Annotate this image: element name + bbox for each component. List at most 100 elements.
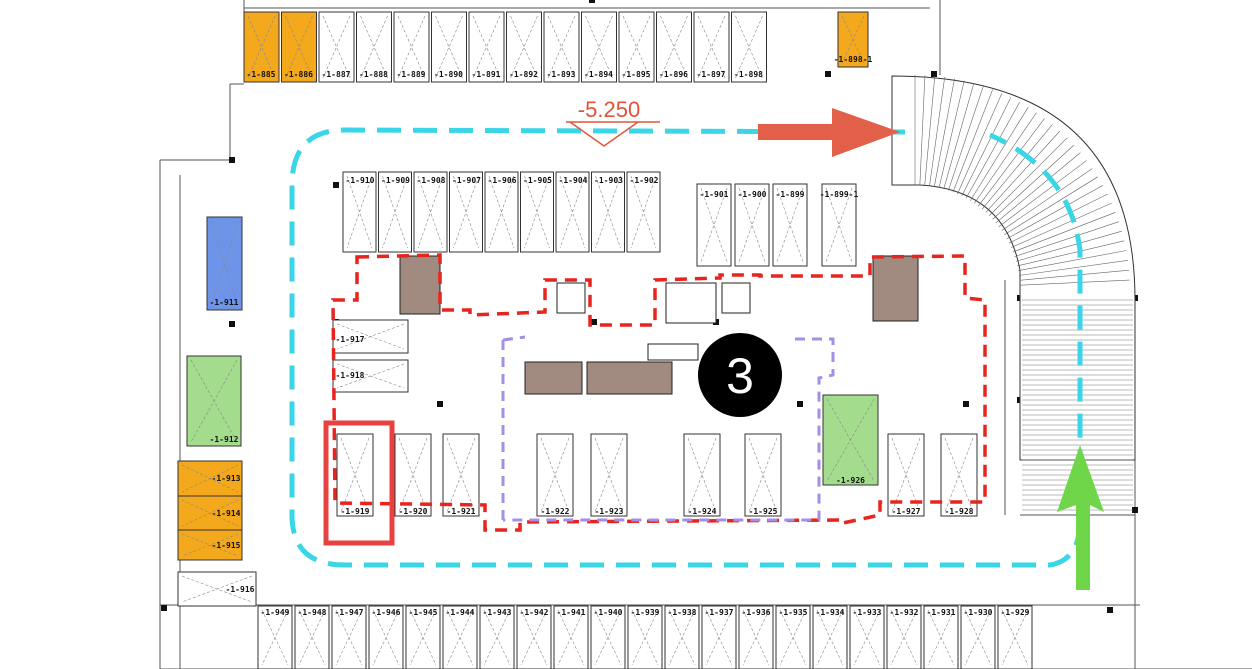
- slot-guide: [446, 437, 476, 513]
- parking-slot-top: -1-891: [468, 11, 505, 83]
- slot-guide: [360, 15, 388, 79]
- column: [1132, 507, 1138, 513]
- parking-slots: -1-885-1-886-1-887-1-888-1-889-1-890-1-8…: [177, 11, 1033, 669]
- slot-guide: [483, 609, 511, 666]
- ramp-step: [957, 93, 1003, 195]
- slot-guide: [585, 15, 613, 79]
- slot-guide: [779, 609, 807, 666]
- slot-label: -1-944: [446, 608, 475, 617]
- slot-guide: [630, 175, 657, 249]
- slot-label: -1-933: [853, 608, 882, 617]
- slot-guide: [594, 437, 624, 513]
- parking-slot-top: -1-890: [431, 11, 467, 83]
- slot-label: -1-926: [836, 476, 865, 485]
- slot-rect: [378, 171, 412, 253]
- slot-label: -1-916: [226, 585, 255, 594]
- slot-guide: [382, 175, 408, 249]
- ramp-step: [974, 112, 1037, 204]
- slot-label: -1-896: [659, 70, 688, 79]
- slot-rect: [821, 183, 857, 267]
- slot-label: -1-927: [892, 507, 921, 516]
- slot-rect: [626, 171, 661, 253]
- slot-guide: [559, 175, 586, 249]
- slot-label: -1-938: [668, 608, 697, 617]
- slot-label: -1-919: [341, 507, 370, 516]
- slot-rect: [442, 433, 480, 517]
- slot-label: -1-915: [212, 541, 241, 550]
- slot-guide: [524, 175, 550, 249]
- slot-rect: [342, 171, 377, 253]
- slot-label: -1-898: [734, 70, 763, 79]
- zone-number: 3: [726, 348, 754, 404]
- slot-rect: [177, 529, 243, 561]
- parking-slot-top: -1-896: [656, 11, 692, 83]
- slot-guide: [398, 437, 428, 513]
- slot-guide: [285, 15, 313, 79]
- slot-rect: [618, 11, 655, 83]
- slot-guide: [547, 15, 576, 79]
- parking-slot-bottom: -1-937: [701, 605, 737, 669]
- parking-slot-bottom: -1-947: [331, 605, 367, 669]
- slot-rect: [696, 183, 732, 267]
- slot-rect: [206, 216, 243, 311]
- parking-slot-inner: -1-917: [332, 319, 409, 354]
- column: [963, 401, 969, 407]
- slot-rect: [581, 11, 617, 83]
- slot-label: -1-935: [779, 608, 808, 617]
- slot-guide: [825, 187, 853, 263]
- ramp-step: [929, 77, 946, 187]
- slot-guide: [687, 437, 717, 513]
- slot-label: -1-934: [816, 608, 845, 617]
- slot-rect: [693, 11, 730, 83]
- slot-guide: [738, 187, 766, 263]
- parking-slot-bottom: -1-940: [590, 605, 626, 669]
- slot-rect: [683, 433, 721, 517]
- slot-guide: [417, 175, 444, 249]
- parking-slot-bottom: -1-933: [849, 605, 885, 669]
- slot-guide: [322, 15, 351, 79]
- slot-guide: [742, 609, 770, 666]
- slot-guide: [397, 15, 426, 79]
- parking-slot-inner: -1-900: [734, 183, 770, 267]
- slot-guide: [557, 609, 585, 666]
- slot-guide: [631, 609, 659, 666]
- slot-label: -1-890: [434, 70, 463, 79]
- slot-label: -1-928: [945, 507, 974, 516]
- slot-label: -1-930: [964, 608, 993, 617]
- slot-guide: [181, 464, 239, 493]
- parking-slot-top: -1-887: [318, 11, 355, 83]
- slot-guide: [372, 609, 400, 666]
- slot-guide: [488, 175, 515, 249]
- ramp-step: [933, 78, 955, 187]
- slot-rect: [243, 11, 280, 83]
- slot-rect: [520, 171, 554, 253]
- parking-slot-top: -1-894: [581, 11, 617, 83]
- slot-guide: [181, 499, 239, 527]
- slot-guide: [340, 437, 370, 513]
- slot-label: -1-892: [509, 70, 538, 79]
- slot-guide: [453, 175, 479, 249]
- parking-slot-top: -1-897: [693, 11, 730, 83]
- parking-slot-top: -1-889: [393, 11, 430, 83]
- slot-guide: [335, 609, 363, 666]
- ramp-step: [965, 102, 1020, 199]
- slot-guide: [700, 187, 728, 263]
- slot-rect: [656, 11, 692, 83]
- slot-guide: [417, 175, 444, 249]
- parking-slot-bottom: -1-943: [479, 605, 515, 669]
- slot-label: -1-931: [927, 608, 956, 617]
- slot-label: -1-911: [210, 298, 239, 307]
- parking-slot-inner: -1-905: [520, 171, 554, 253]
- slot-rect: [431, 11, 467, 83]
- slot-guide: [435, 15, 463, 79]
- parking-slot-inner: -1-909: [378, 171, 412, 253]
- slot-label: -1-929: [1001, 608, 1030, 617]
- slot-guide: [705, 609, 733, 666]
- slot-guide: [446, 609, 474, 666]
- slot-rect: [506, 11, 542, 83]
- parking-slot-inner: -1-903: [591, 171, 625, 253]
- ramp-step: [1001, 168, 1093, 231]
- column: [797, 401, 803, 407]
- stair-core: [399, 255, 441, 315]
- slot-guide: [630, 175, 657, 249]
